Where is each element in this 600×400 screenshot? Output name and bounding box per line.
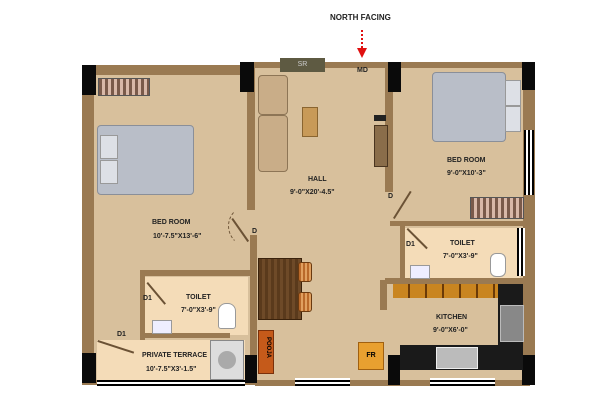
terrace-size: 10'-7.5"X3'-1.5" [146, 366, 197, 373]
dining-chair [298, 262, 312, 282]
washing-machine-icon [210, 340, 244, 380]
toilet-right-name: TOILET [450, 240, 475, 247]
door-label: D1 [143, 295, 152, 302]
bedroom-right-name: BED ROOM [447, 157, 486, 164]
door-label: D [388, 193, 394, 200]
pillar [82, 353, 96, 383]
decoration [218, 351, 236, 369]
stove-icon [500, 305, 524, 342]
pillow [100, 160, 118, 184]
toilet-right-size: 7'-0"X3'-9" [443, 253, 478, 260]
door-label: D1 [406, 241, 415, 248]
bedroom-right-size: 9'-0"X10'-3" [447, 170, 486, 177]
terrace-name: PRIVATE TERRACE [142, 352, 208, 359]
window-terrace [97, 380, 245, 386]
door-label: D [252, 228, 258, 235]
hall-size: 9'-0"X20'-4.5" [290, 189, 335, 196]
north-arrow-icon [357, 30, 367, 60]
kitchen-cabinets [393, 284, 498, 298]
wall [140, 270, 145, 340]
pillow [100, 135, 118, 159]
pooja-label: POOJA [265, 337, 271, 359]
wall [247, 65, 255, 210]
pillow [505, 106, 521, 132]
tv-icon [374, 115, 386, 121]
kitchen-name: KITCHEN [436, 314, 468, 321]
door-swing-arc [228, 205, 270, 247]
kitchen-size: 9'-0"X6'-0" [433, 327, 468, 334]
wall [400, 226, 405, 278]
door-label: D1 [117, 331, 126, 338]
hall-name: HALL [308, 176, 327, 183]
sink-icon [436, 347, 478, 369]
washbasin-icon [410, 265, 430, 279]
main-door-label[interactable]: MD [357, 67, 368, 74]
wall [82, 65, 94, 385]
wall [82, 65, 252, 75]
window-kitchen [430, 378, 495, 386]
washbasin-icon [152, 320, 172, 334]
window-bedroom-right [524, 130, 534, 195]
wall [145, 333, 230, 338]
wardrobe [470, 197, 524, 219]
toilet-left-size: 7'-0"X3'-9" [181, 307, 216, 314]
pillar [388, 355, 400, 385]
tv-unit [374, 125, 388, 167]
toilet-seat-icon [218, 303, 236, 329]
wall [385, 62, 393, 192]
wall [385, 278, 530, 284]
wall [140, 270, 252, 276]
pillar [522, 355, 535, 385]
dining-table [258, 258, 302, 320]
wall [380, 280, 387, 310]
toilet-seat-icon [490, 253, 506, 277]
sofa [258, 115, 288, 172]
pillar [245, 355, 257, 383]
wall [390, 221, 530, 226]
sofa [258, 75, 288, 115]
dining-chair [298, 292, 312, 312]
bed-right [432, 72, 506, 142]
pillar [82, 65, 96, 95]
bedroom-left-name: BED ROOM [152, 219, 191, 226]
pooja-unit: POOJA [258, 330, 274, 374]
pillar [388, 62, 401, 92]
shoe-rack: SR [280, 58, 325, 72]
window-toilet-right [517, 228, 525, 276]
window-hall [295, 378, 350, 386]
wardrobe [98, 78, 150, 96]
pillar [240, 62, 254, 92]
pillar [522, 62, 535, 90]
fridge: FR [358, 342, 384, 370]
bedroom-left-size: 10'-7.5"X13'-6" [153, 233, 202, 240]
pillow [505, 80, 521, 106]
north-facing-label: NORTH FACING [330, 13, 391, 22]
coffee-table [302, 107, 318, 137]
wall [250, 235, 257, 385]
toilet-left-name: TOILET [186, 294, 211, 301]
